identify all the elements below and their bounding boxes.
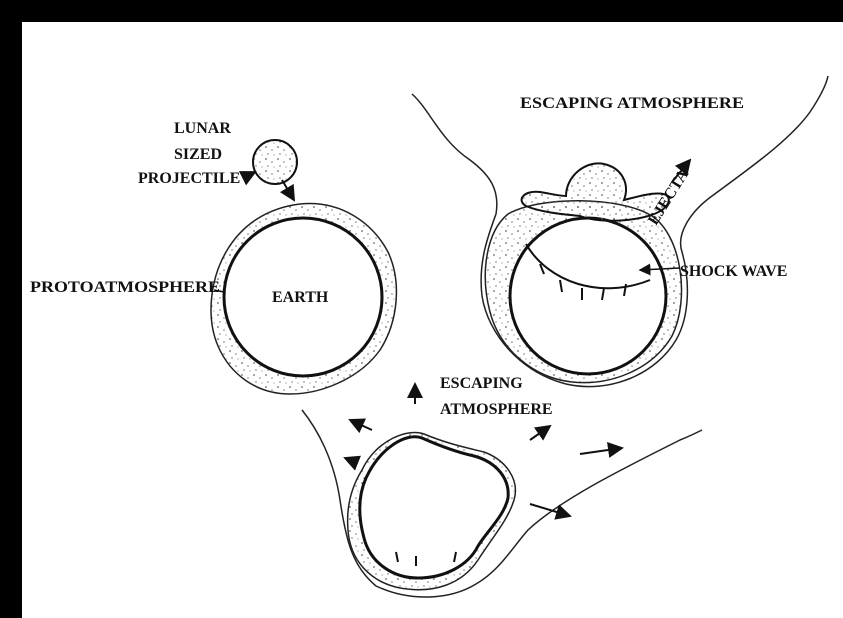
label-projectile: PROJECTILE	[138, 170, 240, 187]
impacted-earth	[510, 218, 666, 374]
label-escaping-atmosphere-top: ESCAPING ATMOSPHERE	[520, 95, 744, 112]
label-lunar: LUNAR	[174, 120, 231, 137]
label-sized: SIZED	[174, 146, 222, 163]
label-earth: EARTH	[272, 289, 329, 306]
label-escaping-bottom-2: ATMOSPHERE	[440, 401, 553, 418]
label-escaping-bottom-1: ESCAPING	[440, 375, 523, 392]
label-protoatmosphere: PROTOATMOSPHERE	[30, 279, 220, 296]
label-shock-wave: SHOCK WAVE	[680, 263, 787, 280]
lunar-projectile	[253, 140, 297, 184]
